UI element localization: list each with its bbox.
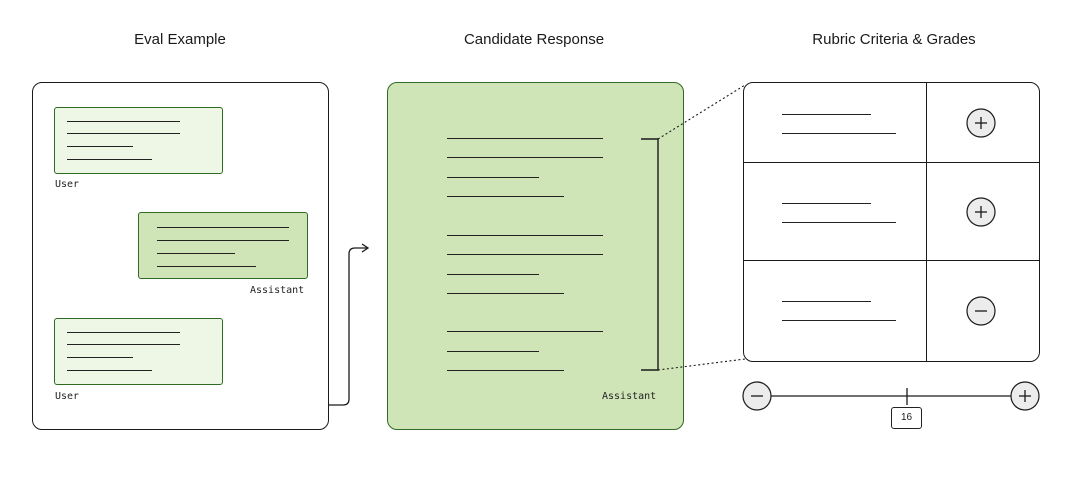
plus-icon[interactable] <box>1010 381 1040 411</box>
text-line <box>447 331 603 332</box>
text-line <box>447 235 603 236</box>
minus-icon <box>966 296 996 326</box>
rubric-row-divider <box>744 260 1039 261</box>
rubric-table <box>743 82 1040 362</box>
text-line <box>157 240 289 241</box>
text-line <box>447 351 539 352</box>
criterion-line <box>782 301 871 302</box>
text-line <box>447 157 603 158</box>
text-line <box>447 254 603 255</box>
slider-value-badge: 16 <box>891 407 922 429</box>
flow-arrow <box>329 247 367 406</box>
eval-example-panel <box>32 82 329 430</box>
text-line <box>447 274 539 275</box>
text-line <box>67 146 133 147</box>
rubric-row-divider <box>744 162 1039 163</box>
plus-icon <box>966 197 996 227</box>
criterion-line <box>782 203 871 204</box>
user-label: User <box>55 391 80 402</box>
minus-icon[interactable] <box>742 381 772 411</box>
text-line <box>447 370 564 371</box>
text-line <box>67 159 152 160</box>
text-line <box>67 121 180 122</box>
eval-example-heading: Eval Example <box>134 31 226 48</box>
candidate-response-heading: Candidate Response <box>463 31 605 48</box>
user-message-bubble <box>54 107 223 174</box>
zoom-line-bottom <box>657 358 746 371</box>
arrow-head <box>361 243 370 253</box>
text-line <box>67 133 180 134</box>
text-line <box>67 344 180 345</box>
text-line <box>447 177 539 178</box>
text-line <box>67 370 152 371</box>
zoom-line-top <box>657 84 746 140</box>
criterion-line <box>782 133 896 134</box>
candidate-response-panel <box>387 82 684 430</box>
assistant-label: Assistant <box>602 391 657 402</box>
text-line <box>447 138 603 139</box>
text-line <box>447 196 564 197</box>
assistant-message-bubble <box>138 212 308 279</box>
criterion-line <box>782 222 896 223</box>
rubric-column-divider <box>926 83 927 361</box>
user-message-bubble <box>54 318 223 385</box>
rubric-heading: Rubric Criteria & Grades <box>812 31 976 48</box>
text-line <box>67 357 133 358</box>
assistant-label: Assistant <box>250 285 305 296</box>
text-line <box>157 253 235 254</box>
response-bracket <box>641 138 659 371</box>
text-line <box>67 332 180 333</box>
text-line <box>157 266 256 267</box>
text-line <box>447 293 564 294</box>
plus-icon <box>966 108 996 138</box>
criterion-line <box>782 114 871 115</box>
text-line <box>157 227 289 228</box>
user-label: User <box>55 179 80 190</box>
criterion-line <box>782 320 896 321</box>
